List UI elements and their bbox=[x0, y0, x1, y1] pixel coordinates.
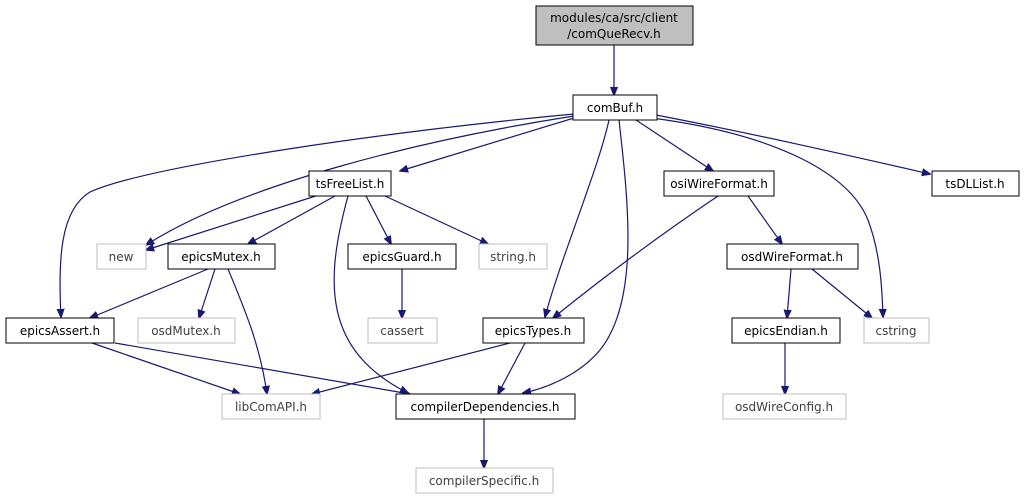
edge-epicsmutex-to-libcomapi bbox=[227, 268, 267, 394]
node-osdwireformat[interactable]: osdWireFormat.h bbox=[726, 243, 859, 270]
edge-osiwireformat-to-osdwireformat bbox=[747, 195, 782, 244]
edge-epicsmutex-to-osdmutex bbox=[199, 268, 216, 318]
edge-epicsassert-to-libcomapi bbox=[91, 342, 240, 394]
edge-tsfreelist-to-string bbox=[384, 195, 488, 244]
node-epicsassert[interactable]: epicsAssert.h bbox=[5, 317, 115, 344]
node-cstring[interactable]: cstring bbox=[863, 317, 930, 344]
edge-combuf-to-osiwireformat bbox=[635, 119, 713, 171]
edge-epicsassert-to-compilerdependencies bbox=[114, 342, 410, 394]
node-compilerspecific-label: compilerSpecific.h bbox=[429, 474, 539, 488]
edge-combuf-to-compilerdependencies bbox=[523, 119, 629, 393]
node-epicsmutex[interactable]: epicsMutex.h bbox=[167, 243, 276, 270]
node-epicsguard[interactable]: epicsGuard.h bbox=[347, 243, 457, 270]
node-tsdllist-label: tsDLList.h bbox=[945, 177, 1004, 191]
node-epicstypes[interactable]: epicsTypes.h bbox=[482, 317, 585, 344]
node-libcomapi[interactable]: libComAPI.h bbox=[221, 393, 321, 420]
node-epicstypes-label: epicsTypes.h bbox=[495, 324, 571, 338]
edge-osiwireformat-to-epicstypes bbox=[553, 195, 719, 318]
edge-combuf-to-epicsassert bbox=[60, 113, 575, 317]
edge-tsfreelist-to-compilerdependencies bbox=[333, 195, 408, 393]
node-root-comquerecv[interactable]: modules/ca/src/client /comQueRecv.h bbox=[535, 5, 694, 46]
node-osdmutex-label: osdMutex.h bbox=[151, 324, 221, 338]
node-new[interactable]: new bbox=[96, 243, 147, 270]
node-osdmutex[interactable]: osdMutex.h bbox=[137, 317, 236, 344]
node-string-label: string.h bbox=[490, 250, 536, 264]
edge-epicsmutex-to-epicsassert bbox=[90, 268, 209, 318]
edges bbox=[60, 45, 930, 468]
edge-combuf-to-new bbox=[146, 115, 575, 245]
edge-combuf-to-tsfreelist bbox=[400, 117, 575, 171]
node-epicsendian[interactable]: epicsEndian.h bbox=[731, 317, 841, 344]
node-epicsmutex-label: epicsMutex.h bbox=[181, 250, 261, 264]
node-cassert[interactable]: cassert bbox=[367, 317, 438, 344]
node-osiwireformat-label: osiWireFormat.h bbox=[670, 177, 768, 191]
node-cassert-label: cassert bbox=[380, 324, 424, 338]
node-epicsguard-label: epicsGuard.h bbox=[362, 250, 441, 264]
edge-tsfreelist-to-epicsmutex bbox=[248, 195, 336, 244]
node-compilerspecific[interactable]: compilerSpecific.h bbox=[415, 467, 554, 494]
node-osdwireformat-label: osdWireFormat.h bbox=[741, 250, 843, 264]
node-tsdllist[interactable]: tsDLList.h bbox=[931, 170, 1020, 197]
node-compilerdependencies[interactable]: compilerDependencies.h bbox=[395, 393, 576, 420]
node-osiwireformat[interactable]: osiWireFormat.h bbox=[663, 170, 775, 197]
edge-tsfreelist-to-epicsguard bbox=[365, 195, 391, 244]
edge-epicstypes-to-libcomapi bbox=[312, 342, 511, 394]
node-epicsendian-label: epicsEndian.h bbox=[744, 324, 828, 338]
edge-combuf-to-epicstypes bbox=[545, 119, 610, 317]
node-osdwireconfig-label: osdWireConfig.h bbox=[735, 400, 833, 414]
edge-epicstypes-to-compilerdependencies bbox=[498, 342, 526, 394]
node-cstring-label: cstring bbox=[875, 324, 916, 338]
root-label-line1: modules/ca/src/client bbox=[550, 11, 678, 25]
node-new-label: new bbox=[109, 250, 134, 264]
edge-tsfreelist-to-new bbox=[146, 193, 323, 250]
root-label-line2: /comQueRecv.h bbox=[567, 27, 660, 41]
edge-combuf-to-cstring bbox=[651, 117, 883, 317]
edge-osdwireformat-to-epicsendian bbox=[787, 268, 791, 318]
node-libcomapi-label: libComAPI.h bbox=[235, 400, 307, 414]
node-string[interactable]: string.h bbox=[478, 243, 548, 270]
node-epicsassert-label: epicsAssert.h bbox=[20, 324, 100, 338]
node-tsfreelist[interactable]: tsFreeList.h bbox=[308, 170, 392, 197]
edge-osdwireformat-to-cstring bbox=[811, 268, 872, 318]
node-combuf[interactable]: comBuf.h bbox=[572, 94, 658, 121]
edge-combuf-to-tsdllist bbox=[655, 114, 930, 174]
node-combuf-label: comBuf.h bbox=[587, 101, 643, 115]
node-tsfreelist-label: tsFreeList.h bbox=[316, 177, 385, 191]
node-compilerdependencies-label: compilerDependencies.h bbox=[410, 400, 559, 414]
nodes: modules/ca/src/client /comQueRecv.h comB… bbox=[5, 5, 1020, 494]
node-osdwireconfig[interactable]: osdWireConfig.h bbox=[722, 393, 847, 420]
